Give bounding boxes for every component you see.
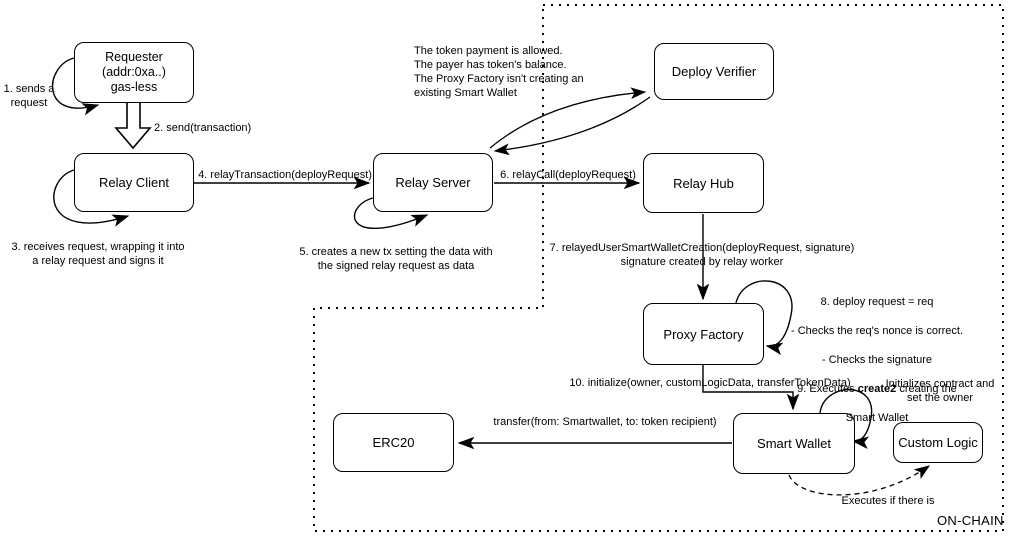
onchain-region-label: ON-CHAIN bbox=[937, 513, 1004, 528]
transfer-label: transfer(from: Smartwallet, to: token re… bbox=[493, 416, 717, 428]
proxy-check-note-line4: 9. Executes create2 creating the bbox=[770, 382, 984, 396]
proxy-check-note-line1: 8. deploy request = req bbox=[820, 296, 934, 309]
step10-label: 10. initialize(owner, customLogicData, t… bbox=[569, 377, 851, 389]
server-to-verifier-arrow bbox=[489, 87, 647, 149]
relay-server-self-loop-arrow bbox=[353, 197, 429, 229]
verifier-to-server-arrow bbox=[493, 96, 651, 156]
verifier-conditions-note: The token payment is allowed. The payer … bbox=[414, 45, 584, 99]
executes-if-there-is-label: Executes if there is bbox=[841, 495, 935, 507]
proxy-check-note-line4-pre: 9. Executes bbox=[797, 382, 858, 395]
wallet-to-custom-logic-dashed-arrow bbox=[788, 465, 931, 496]
requester-node: Requester (addr:0xa..) gas-less bbox=[74, 42, 194, 103]
step6-label: 6. relayCall(deployRequest) bbox=[500, 169, 636, 181]
custom-logic-node: Custom Logic bbox=[893, 422, 983, 463]
step1-label: 1. sends a request bbox=[3, 83, 55, 109]
step5-label: 5. creates a new tx setting the data wit… bbox=[299, 246, 493, 272]
proxy-check-note-line2: - Checks the req's nonce is correct. bbox=[790, 325, 964, 338]
initializes-contract-note: Initializes contract and set the owner bbox=[885, 378, 995, 404]
proxy-check-note-line5: Smart Wallet bbox=[845, 411, 909, 424]
relay-server-node: Relay Server bbox=[373, 153, 493, 212]
factory-to-wallet-arrow bbox=[702, 365, 800, 411]
step2-label: 2. send(transaction) bbox=[154, 122, 252, 134]
relay-client-self-loop-arrow bbox=[53, 169, 130, 227]
step3-label: 3. receives request, wrapping it into a … bbox=[11, 241, 185, 267]
smart-wallet-node: Smart Wallet bbox=[733, 413, 855, 474]
proxy-check-note-line3: - Checks the signature bbox=[821, 354, 933, 367]
proxy-factory-node: Proxy Factory bbox=[643, 303, 764, 365]
deploy-verifier-node: Deploy Verifier bbox=[654, 43, 774, 100]
requester-self-loop-arrow bbox=[51, 57, 100, 116]
smart-wallet-self-loop-arrow bbox=[819, 388, 873, 449]
proxy-factory-self-loop-arrow bbox=[735, 280, 793, 355]
create2-bold-text: create2 bbox=[857, 382, 897, 395]
relay-hub-node: Relay Hub bbox=[643, 153, 764, 213]
step4-label: 4. relayTransaction(deployRequest) bbox=[198, 169, 372, 181]
proxy-check-note-line4-post: creating the bbox=[896, 382, 957, 395]
send-transaction-block-arrow bbox=[114, 101, 152, 150]
relay-client-node: Relay Client bbox=[74, 153, 194, 212]
proxy-check-note: 8. deploy request = req - Checks the req… bbox=[770, 281, 984, 439]
step7-label: 7. relayedUserSmartWalletCreation(deploy… bbox=[549, 242, 855, 268]
erc20-node: ERC20 bbox=[333, 413, 454, 472]
